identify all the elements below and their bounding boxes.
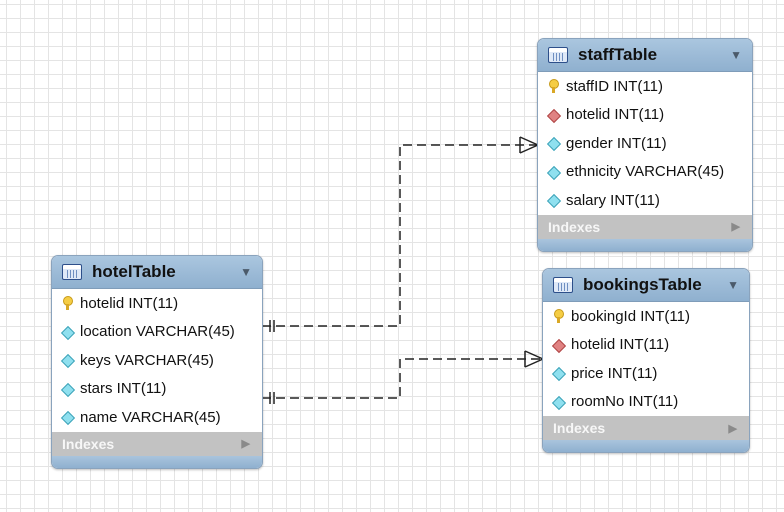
column-label: salary INT(11) (566, 191, 660, 209)
primary-key-icon (546, 79, 560, 94)
column-row[interactable]: salary INT(11) (538, 186, 752, 215)
column-label: price INT(11) (571, 364, 658, 382)
column-label: stars INT(11) (80, 380, 167, 398)
foreign-key-icon (546, 108, 560, 122)
column-icon (60, 353, 74, 367)
column-row[interactable]: bookingId INT(11) (543, 302, 749, 331)
primary-key-icon (60, 296, 74, 311)
table-header[interactable]: bookingsTable ▼ (543, 269, 749, 302)
expand-arrow-icon[interactable]: ▶ (731, 221, 740, 233)
table-icon (62, 264, 82, 280)
expand-arrow-icon[interactable]: ▶ (241, 438, 250, 450)
column-row[interactable]: name VARCHAR(45) (52, 403, 262, 432)
column-label: roomNo INT(11) (571, 393, 679, 411)
column-label: keys VARCHAR(45) (80, 351, 214, 369)
expand-arrow-icon[interactable]: ▶ (728, 422, 737, 435)
indexes-label: Indexes (62, 435, 115, 452)
column-row[interactable]: hotelid INT(11) (543, 331, 749, 360)
primary-key-icon (551, 309, 565, 324)
table-footer (52, 455, 262, 468)
column-icon (551, 366, 565, 380)
column-icon (546, 165, 560, 179)
crowfoot-marker (519, 144, 539, 154)
column-row[interactable]: hotelid INT(11) (538, 101, 752, 130)
table-icon (553, 277, 573, 293)
column-row[interactable]: ethnicity VARCHAR(45) (538, 158, 752, 187)
column-label: name VARCHAR(45) (80, 408, 221, 426)
table-header[interactable]: hotelTable ▼ (52, 256, 262, 289)
column-icon (60, 410, 74, 424)
table-header[interactable]: staffTable ▼ (538, 39, 752, 72)
crowfoot-marker (524, 358, 544, 368)
relationship-hotel-staff[interactable] (262, 136, 539, 332)
column-row[interactable]: keys VARCHAR(45) (52, 346, 262, 375)
indexes-section[interactable]: Indexes ▶ (52, 431, 262, 456)
table-icon (548, 47, 568, 63)
table-footer (543, 440, 749, 452)
column-label: hotelid INT(11) (571, 336, 670, 354)
indexes-label: Indexes (548, 218, 601, 235)
collapse-toggle-icon[interactable]: ▼ (730, 48, 742, 62)
indexes-section[interactable]: Indexes ▶ (543, 416, 749, 440)
column-label: hotelid INT(11) (566, 106, 665, 124)
table-title: bookingsTable (583, 275, 702, 294)
foreign-key-icon (551, 338, 565, 352)
column-icon (60, 325, 74, 339)
bookings-table[interactable]: bookingsTable ▼ bookingId INT(11) hoteli… (542, 268, 750, 453)
table-title: hotelTable (92, 262, 176, 281)
hotel-table[interactable]: hotelTable ▼ hotelid INT(11) location VA… (51, 255, 263, 469)
column-icon (60, 382, 74, 396)
column-label: location VARCHAR(45) (80, 323, 235, 341)
column-icon (546, 136, 560, 150)
column-row[interactable]: location VARCHAR(45) (52, 318, 262, 347)
column-icon (546, 193, 560, 207)
collapse-toggle-icon[interactable]: ▼ (727, 278, 739, 292)
table-title: staffTable (578, 45, 658, 64)
column-row[interactable]: roomNo INT(11) (543, 388, 749, 417)
indexes-section[interactable]: Indexes ▶ (538, 214, 752, 239)
column-row[interactable]: price INT(11) (543, 359, 749, 388)
collapse-toggle-icon[interactable]: ▼ (240, 265, 252, 279)
relationship-hotel-bookings[interactable] (262, 350, 544, 404)
column-row[interactable]: stars INT(11) (52, 375, 262, 404)
column-row[interactable]: staffID INT(11) (538, 72, 752, 101)
crowfoot-marker (519, 136, 539, 146)
column-label: staffID INT(11) (566, 77, 663, 95)
column-label: gender INT(11) (566, 134, 667, 152)
crowfoot-marker (524, 350, 544, 360)
column-row[interactable]: gender INT(11) (538, 129, 752, 158)
staff-table[interactable]: staffTable ▼ staffID INT(11) hotelid INT… (537, 38, 753, 252)
column-label: ethnicity VARCHAR(45) (566, 163, 725, 181)
column-icon (551, 395, 565, 409)
column-label: hotelid INT(11) (80, 294, 179, 312)
indexes-label: Indexes (553, 420, 606, 436)
table-footer (538, 238, 752, 251)
column-label: bookingId INT(11) (571, 307, 690, 325)
column-row[interactable]: hotelid INT(11) (52, 289, 262, 318)
